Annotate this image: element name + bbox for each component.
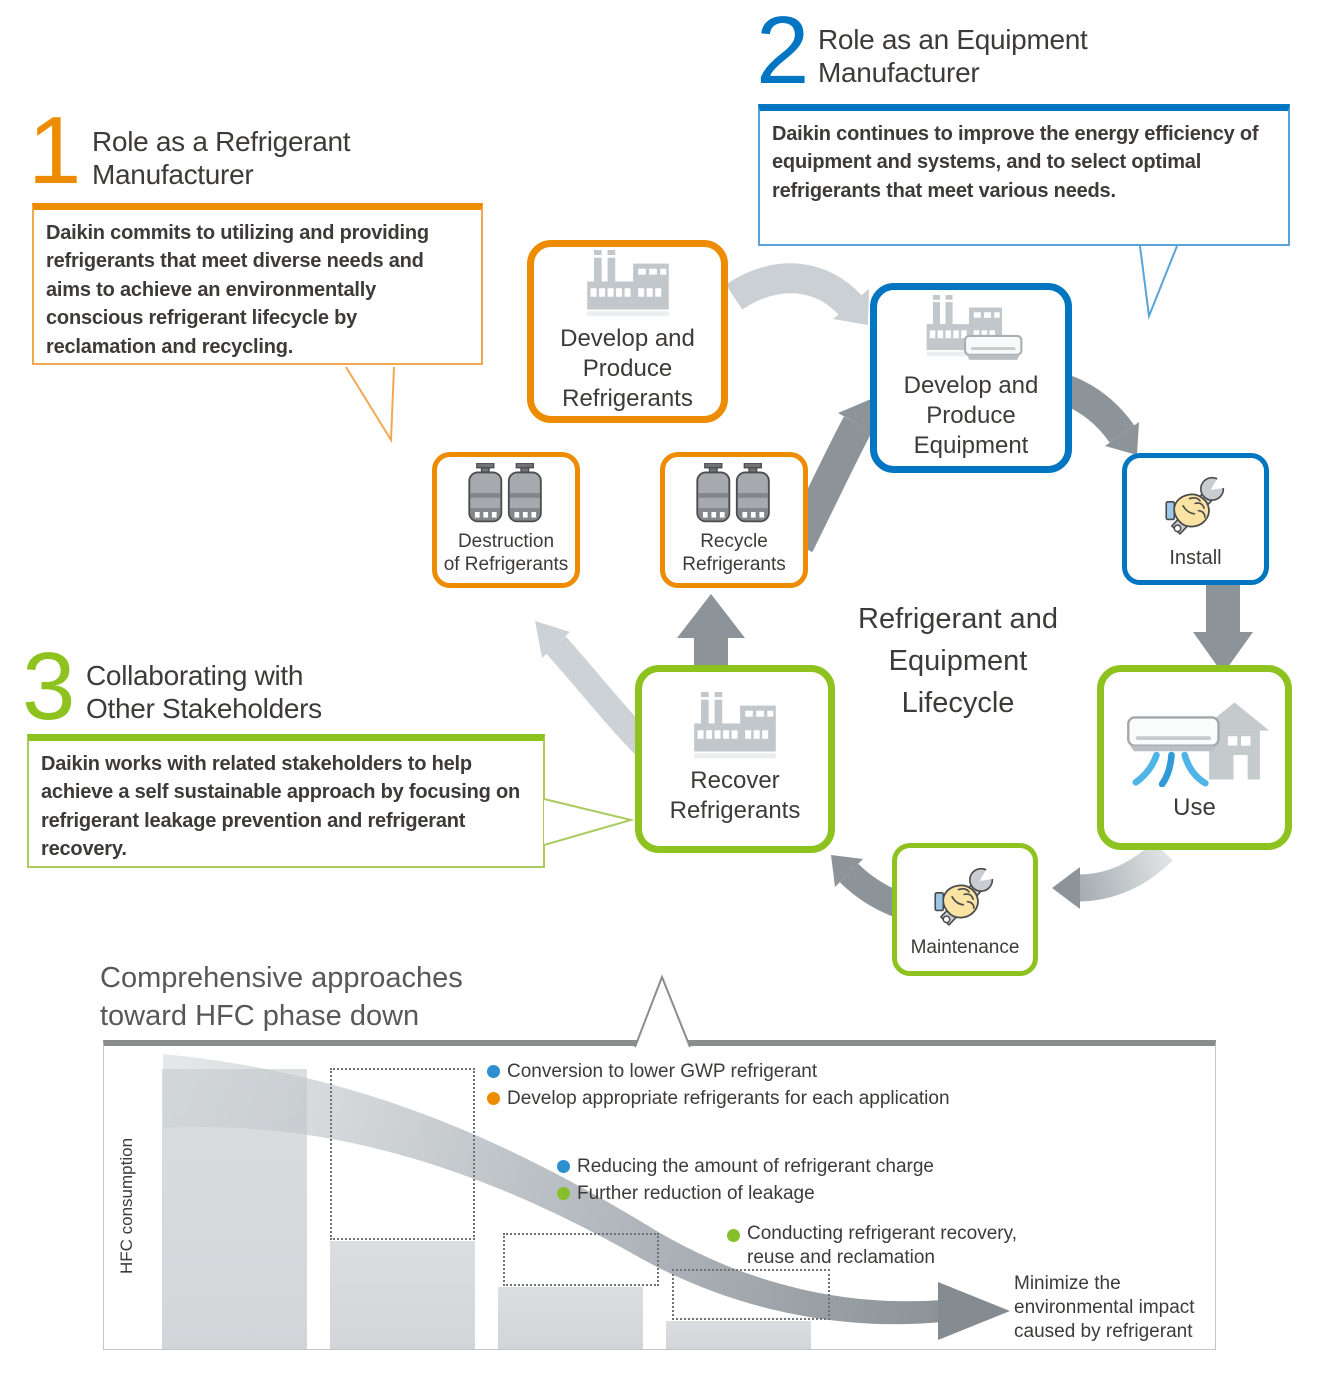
annotation-text: Develop appropriate refrigerants for eac… <box>507 1087 950 1109</box>
section-3-callout: Daikin works with related stakeholders t… <box>27 734 545 868</box>
section-2-title: Role as an Equipment Manufacturer <box>818 24 1088 88</box>
section-2-body: Daikin continues to improve the energy e… <box>772 123 1259 202</box>
section-3-title: Collaborating with Other Stakeholders <box>86 660 322 724</box>
annotation-item: Conducting refrigerant recovery, reuse a… <box>727 1222 1017 1270</box>
node-label: Recycle Refrigerants <box>682 531 786 575</box>
hfc-bar-4 <box>666 1321 811 1349</box>
node-label: Use <box>1173 793 1216 821</box>
node-label: Destruction of Refrigerants <box>443 531 569 575</box>
lifecycle-center-label: Refrigerant and Equipment Lifecycle <box>858 603 1058 720</box>
node-install: Install <box>1122 453 1269 585</box>
bullet-icon <box>727 1229 740 1242</box>
section-3-body: Daikin works with related stakeholders t… <box>41 753 521 861</box>
factory-aircon-icon <box>926 295 1023 360</box>
hand-wrench-icon <box>1164 471 1233 535</box>
annotation-group-2: Reducing the amount of refrigerant charg… <box>557 1153 934 1207</box>
arrow-use-to-maintenance <box>1052 841 1173 909</box>
callout-3-tail <box>543 798 635 846</box>
annotation-text: Further reduction of leakage <box>577 1182 815 1204</box>
hfc-chart-title: Comprehensive approaches toward HFC phas… <box>100 962 463 1032</box>
annotation-group-1: Conversion to lower GWP refrigerant Deve… <box>487 1058 950 1112</box>
hfc-bar-2 <box>330 1241 475 1349</box>
bullet-icon <box>487 1092 500 1105</box>
section-1-callout: Daikin commits to utilizing and providin… <box>32 203 483 365</box>
node-use: Use <box>1097 665 1292 850</box>
annotation-item: Further reduction of leakage <box>557 1180 934 1207</box>
y-axis-label: HFC consumption <box>117 1137 136 1275</box>
node-recover-refrigerants: Recover Refrigerants <box>635 665 835 853</box>
phase-down-target-1 <box>330 1068 475 1240</box>
annotation-item: Develop appropriate refrigerants for eac… <box>487 1085 950 1112</box>
gas-cylinders-icon <box>468 463 542 523</box>
declining-trend-arrow <box>163 1054 1010 1340</box>
node-maintenance: Maintenance <box>892 843 1038 976</box>
annotation-item: Reducing the amount of refrigerant charg… <box>557 1153 934 1180</box>
annotation-item: Conversion to lower GWP refrigerant <box>487 1058 950 1085</box>
annotation-text: Conducting refrigerant recovery, reuse a… <box>747 1223 1017 1268</box>
arrow-install-to-use <box>1193 584 1253 674</box>
chart-panel-notch <box>634 974 691 1048</box>
section-2-callout: Daikin continues to improve the energy e… <box>758 104 1290 246</box>
hfc-bar-3 <box>498 1287 643 1349</box>
outcome-label: Minimize the environmental impact caused… <box>1014 1273 1195 1342</box>
factory-icon <box>586 249 669 316</box>
arrow-develop-refrigerants-to-develop-equipment <box>725 263 869 325</box>
node-label: Develop and Produce Refrigerants <box>560 324 695 412</box>
annotation-text: Reducing the amount of refrigerant charg… <box>577 1155 934 1177</box>
arrow-recover-to-destruction <box>535 621 656 757</box>
section-3-number: 3 <box>22 633 75 740</box>
node-destruction-of-refrigerants: Destruction of Refrigerants <box>432 452 580 588</box>
factory-icon <box>694 692 776 759</box>
arrow-develop-equipment-to-install <box>1061 376 1139 455</box>
node-label: Recover Refrigerants <box>669 767 801 824</box>
node-label: Develop and Produce Equipment <box>903 372 1039 459</box>
gas-cylinders-icon <box>696 463 770 523</box>
node-label: Maintenance <box>910 937 1020 959</box>
callout-2-tail <box>1139 245 1178 320</box>
node-label: Install <box>1169 547 1222 569</box>
section-1-title: Role as a Refrigerant Manufacturer <box>92 126 351 190</box>
arrow-recycle-to-develop-equipment <box>783 399 878 553</box>
node-recycle-refrigerants: Recycle Refrigerants <box>660 452 808 588</box>
hand-wrench-icon <box>934 863 1002 926</box>
bullet-icon <box>487 1065 500 1078</box>
section-1-body: Daikin commits to utilizing and providin… <box>46 222 429 358</box>
annotation-group-3: Conducting refrigerant recovery, reuse a… <box>727 1222 1017 1270</box>
bullet-icon <box>557 1160 570 1173</box>
hfc-chart-panel: HFC consumption Conversion to lower GWP … <box>103 1040 1216 1350</box>
section-2-number: 2 <box>756 0 809 104</box>
aircon-house-icon <box>1126 701 1269 787</box>
arrow-recover-to-recycle <box>677 594 745 670</box>
bullet-icon <box>557 1187 570 1200</box>
phase-down-target-3 <box>672 1269 830 1320</box>
annotation-text: Conversion to lower GWP refrigerant <box>507 1060 818 1082</box>
section-1-number: 1 <box>28 97 81 204</box>
node-develop-produce-refrigerants: Develop and Produce Refrigerants <box>527 240 728 423</box>
phase-down-target-2 <box>503 1233 659 1286</box>
node-develop-produce-equipment: Develop and Produce Equipment <box>870 283 1072 473</box>
callout-1-tail <box>345 366 395 444</box>
